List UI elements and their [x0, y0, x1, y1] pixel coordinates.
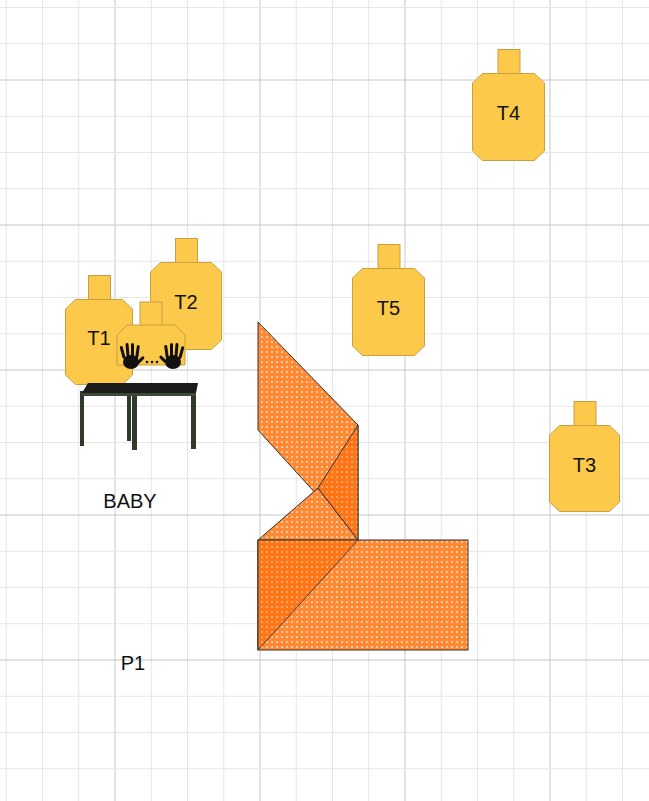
- grid-line: [0, 225, 649, 226]
- grid-line: [622, 0, 623, 801]
- grid-line: [0, 80, 649, 81]
- grid-line: [0, 696, 649, 697]
- grid-line: [0, 660, 649, 661]
- target: T3: [549, 401, 620, 512]
- target: T5: [352, 244, 425, 356]
- target-number: T5: [377, 298, 400, 318]
- no-shoot-target: [117, 302, 185, 369]
- grid-line: [42, 0, 43, 801]
- area-label: BABY: [103, 491, 156, 511]
- grid-line: [223, 0, 224, 801]
- table: [80, 383, 198, 450]
- grid-line: [0, 116, 649, 117]
- target-number: T2: [174, 292, 197, 312]
- grid-line: [0, 768, 649, 769]
- target: T1: [65, 275, 133, 385]
- grid-line: [405, 0, 406, 801]
- grid-line: [0, 261, 649, 262]
- grid-line: [586, 0, 587, 801]
- grid-line: [0, 43, 649, 44]
- grid-line: [441, 0, 442, 801]
- grid-line: [115, 0, 116, 801]
- grid-line: [0, 188, 649, 189]
- target: T2: [150, 238, 222, 350]
- target-number: T1: [87, 328, 110, 348]
- target: T4: [472, 49, 545, 161]
- grid-line: [0, 7, 649, 8]
- grid-line: [6, 0, 7, 801]
- grid-line: [0, 152, 649, 153]
- grid-line: [78, 0, 79, 801]
- grid-line: [151, 0, 152, 801]
- grid-line: [368, 0, 369, 801]
- target-number: T4: [497, 103, 520, 123]
- position-label: P1: [121, 653, 145, 673]
- grid-line: [550, 0, 551, 801]
- target-number: T3: [573, 455, 596, 475]
- grid-line: [187, 0, 188, 801]
- grid-line: [0, 732, 649, 733]
